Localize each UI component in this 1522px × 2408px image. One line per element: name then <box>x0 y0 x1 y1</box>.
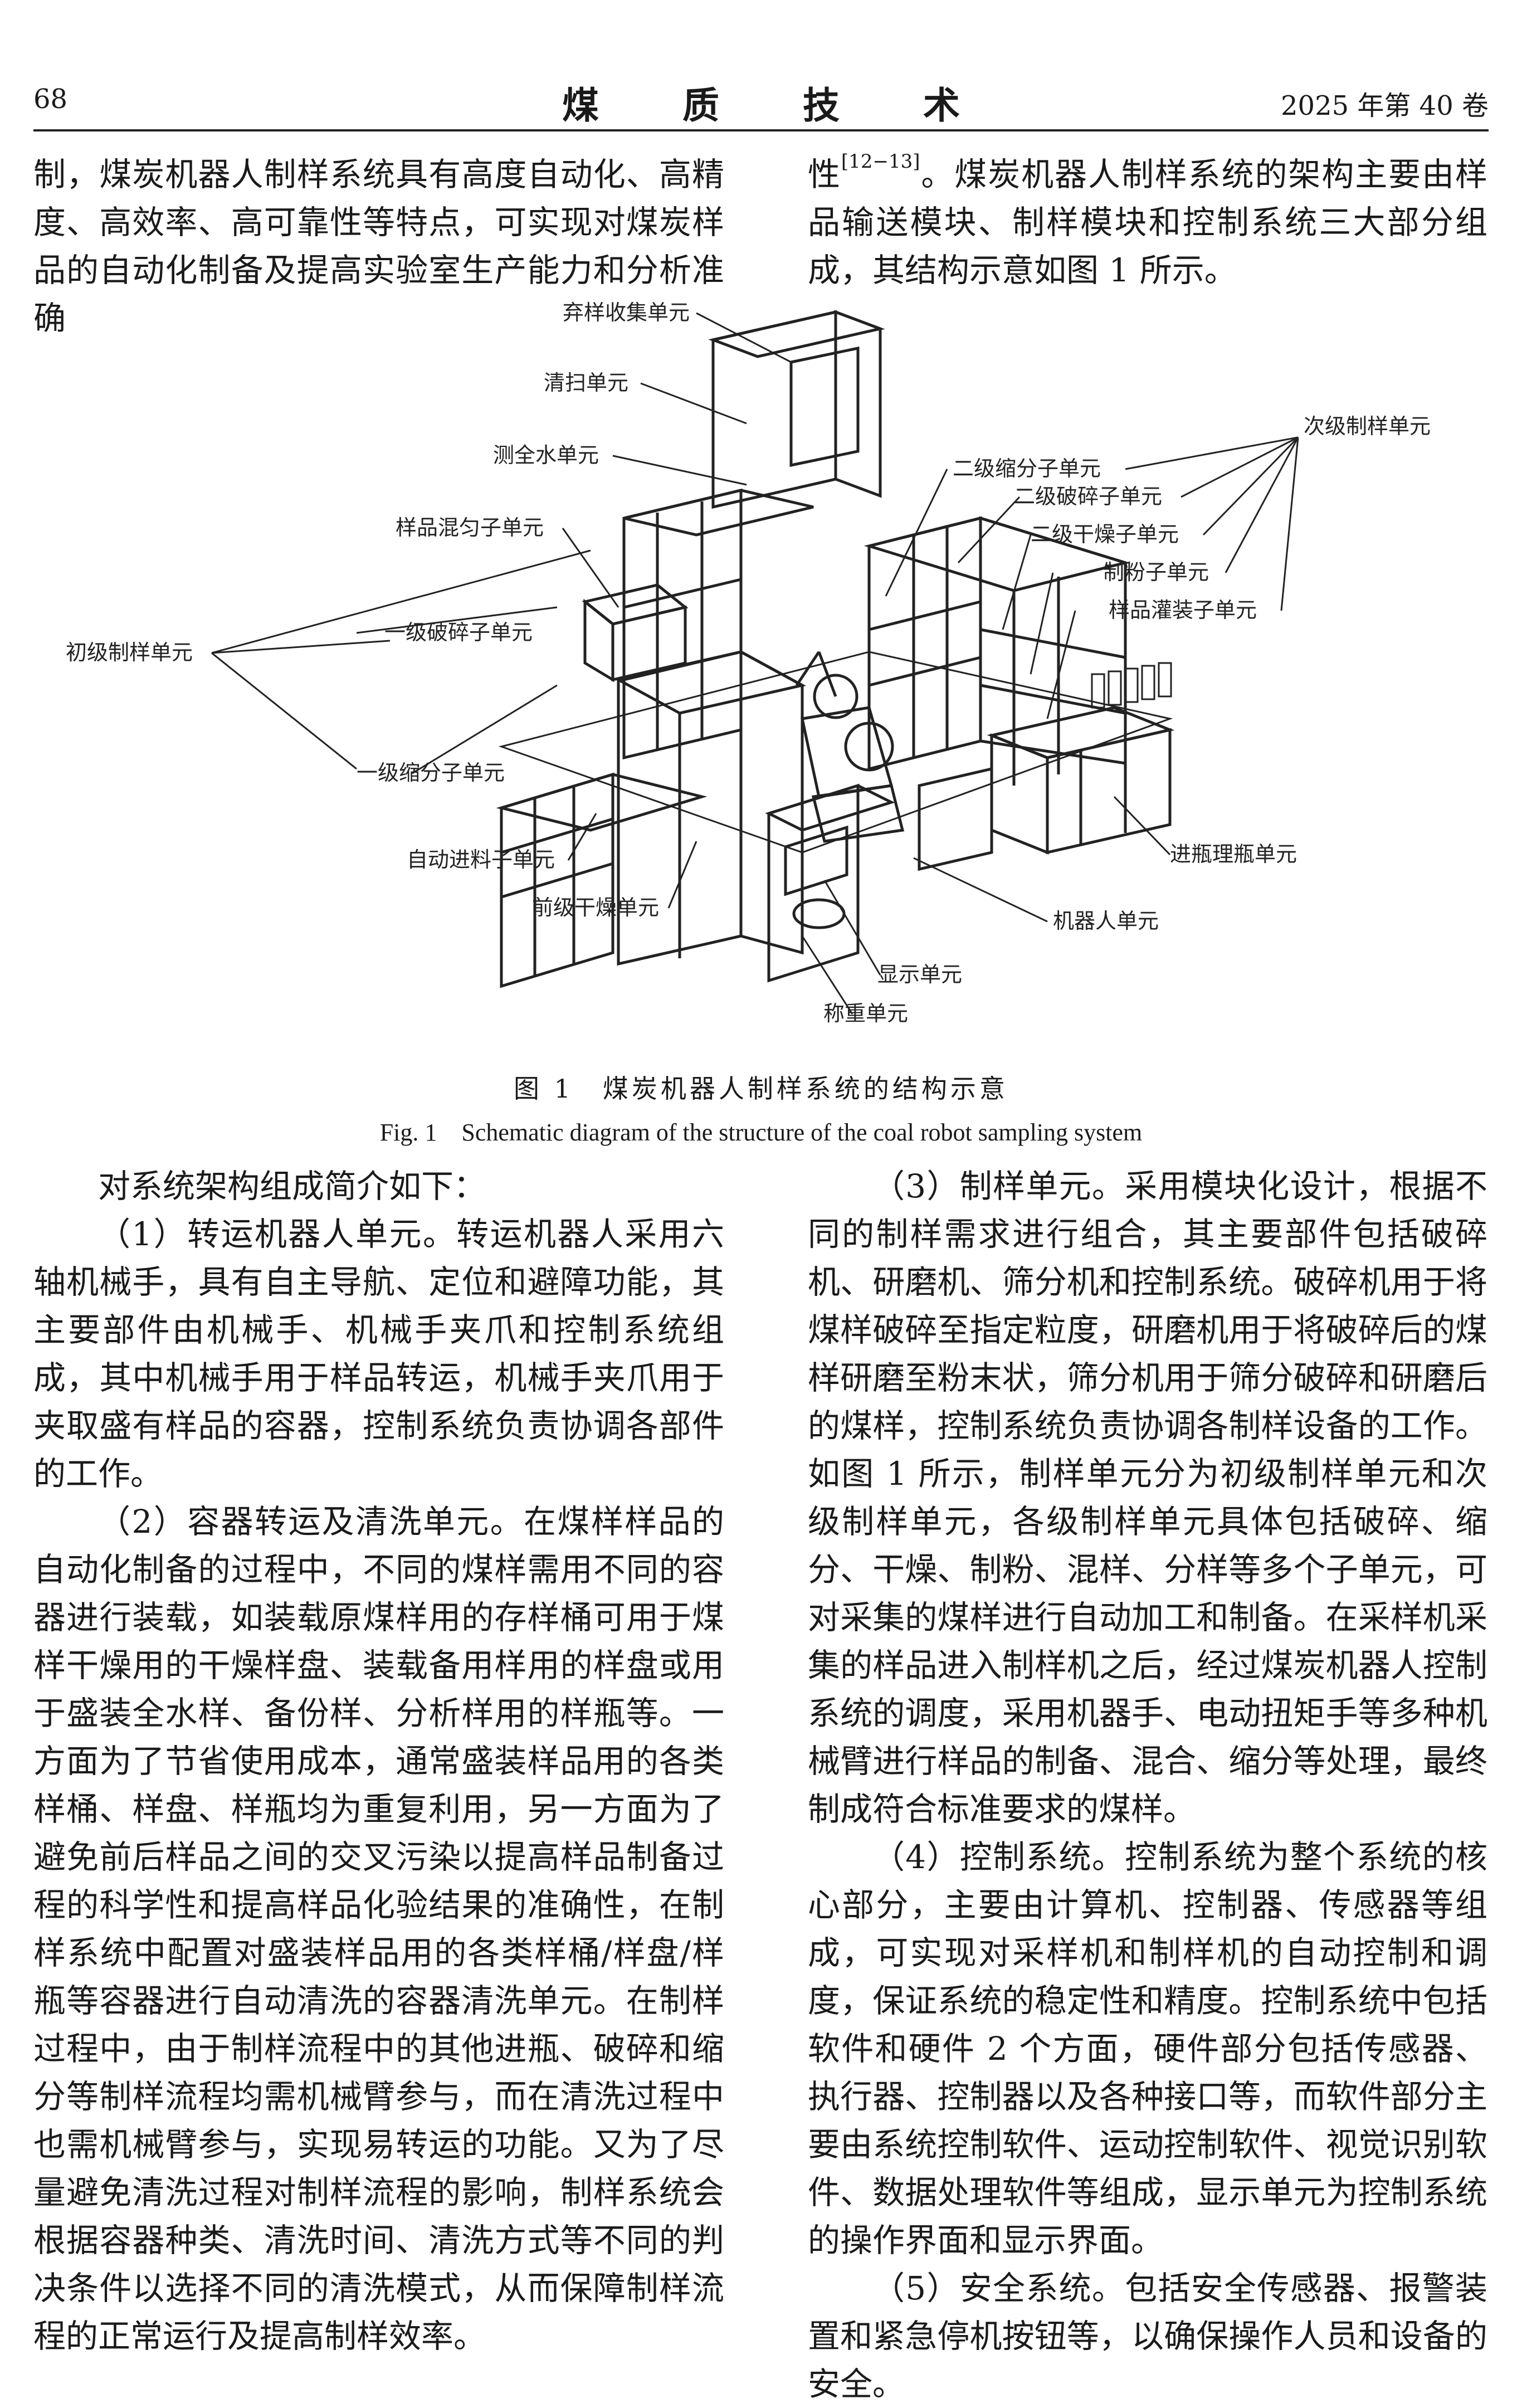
paragraph-text: 性[12−13]。煤炭机器人制样系统的架构主要由样品输送模块、制样模块和控制系统… <box>808 150 1487 294</box>
text-fragment: 性 <box>808 155 841 193</box>
figure-caption-en: Fig. 1 Schematic diagram of the structur… <box>379 1119 1143 1146</box>
leader-lines <box>211 312 1299 1015</box>
label-robot-unit: 机器人单元 <box>1053 909 1159 933</box>
label-abandon-unit: 弃样收集单元 <box>563 300 690 325</box>
figure-1: 弃样收集单元 清扫单元 测全水单元 样品混匀子单元 初级制样单元 一级破碎子单元… <box>0 295 1522 1075</box>
system-diagram: 弃样收集单元 清扫单元 测全水单元 样品混匀子单元 初级制样单元 一级破碎子单元… <box>66 300 1431 1026</box>
header-rule <box>33 129 1489 131</box>
label-mix-subunit: 样品混匀子单元 <box>396 515 544 540</box>
label-dry2-subunit: 二级干燥子单元 <box>1031 522 1179 547</box>
volume-info: 2025 年第 40 卷 <box>1280 90 1489 121</box>
machine-drawing <box>496 310 1175 988</box>
label-water-unit: 测全水单元 <box>493 443 599 467</box>
label-fill-subunit: 样品灌装子单元 <box>1109 598 1257 622</box>
label-secondary-unit: 次级制样单元 <box>1304 414 1431 438</box>
label-primary-unit: 初级制样单元 <box>66 640 193 665</box>
page-header: 68 煤质技术 2025 年第 40 卷 <box>33 72 1489 128</box>
page-number: 68 <box>33 84 68 115</box>
label-clean-unit: 清扫单元 <box>544 371 628 395</box>
paragraph-text: 制，煤炭机器人制样系统具有高度自动化、高精度、高效率、高可靠性等特点，可实现对煤… <box>33 155 724 337</box>
label-powder-subunit: 制粉子单元 <box>1103 560 1209 584</box>
label-crush1-subunit: 一级破碎子单元 <box>384 620 533 645</box>
label-display-unit: 显示单元 <box>877 962 962 987</box>
paragraph: 对系统架构组成简介如下： <box>98 1167 486 1205</box>
paragraph: （3）制样单元。采用模块化设计，根据不同的制样需求进行组合，其主要部件包括破碎机… <box>808 1167 1487 1828</box>
label-predry-unit: 前级干燥单元 <box>532 895 659 920</box>
left-column: 对系统架构组成简介如下： （1）转运机器人单元。转运机器人采用六轴机械手，具有自… <box>33 1162 724 2360</box>
paragraph: （5）安全系统。包括安全传感器、报警装置和紧急停机按钮等，以确保操作人员和设备的… <box>808 2269 1487 2403</box>
paragraph: （1）转运机器人单元。转运机器人采用六轴机械手，具有自主导航、定位和避障功能，其… <box>33 1215 724 1493</box>
top-left-paragraph: 制，煤炭机器人制样系统具有高度自动化、高精度、高效率、高可靠性等特点，可实现对煤… <box>33 150 724 342</box>
top-right-paragraph: 性[12−13]。煤炭机器人制样系统的架构主要由样品输送模块、制样模块和控制系统… <box>808 150 1487 294</box>
label-bottle-unit: 进瓶理瓶单元 <box>1170 842 1297 866</box>
label-divide2-subunit: 二级缩分子单元 <box>953 456 1101 481</box>
citation-ref: [12−13] <box>841 150 920 173</box>
right-column: （3）制样单元。采用模块化设计，根据不同的制样需求进行组合，其主要部件包括破碎机… <box>808 1162 1487 2408</box>
label-feed-subunit: 自动进料子单元 <box>407 847 555 872</box>
journal-title: 煤质技术 <box>562 84 1043 127</box>
label-weigh-unit: 称重单元 <box>823 1001 908 1026</box>
paragraph: （2）容器转运及清洗单元。在煤样样品的自动化制备的过程中，不同的煤样需用不同的容… <box>33 1503 724 2355</box>
label-divide1-subunit: 一级缩分子单元 <box>357 761 505 785</box>
text-fragment: 。煤炭机器人制样系统的架构主要由样品输送模块、制样模块和控制系统三大部分组成，其… <box>808 155 1487 289</box>
label-crush2-subunit: 二级破碎子单元 <box>1014 484 1162 509</box>
figure-caption-zh: 图 1 煤炭机器人制样系统的结构示意 <box>514 1074 1008 1104</box>
paragraph: （4）控制系统。控制系统为整个系统的核心部分，主要由计算机、控制器、传感器等组成… <box>808 1838 1487 2259</box>
